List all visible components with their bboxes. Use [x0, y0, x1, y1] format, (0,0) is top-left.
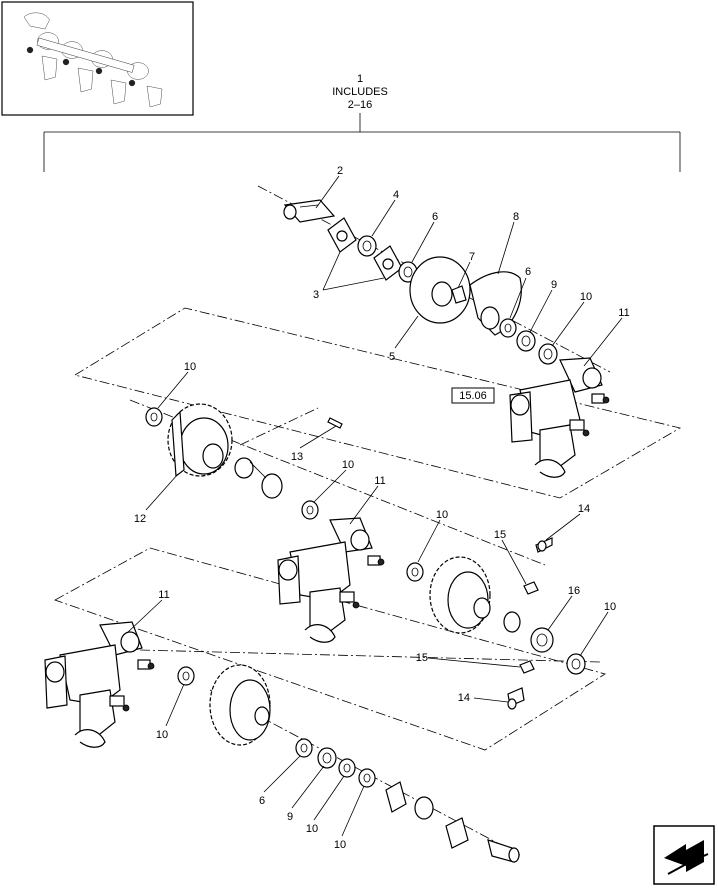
callout-6: 6 — [432, 211, 438, 223]
callout-5: 5 — [389, 351, 395, 363]
callout-10b: 10 — [184, 361, 196, 373]
callout-14: 14 — [578, 503, 590, 515]
assembly-ref-number: 1 — [357, 73, 363, 85]
washer-part-10e — [566, 653, 586, 675]
shaft-part-2 — [283, 199, 336, 223]
washer-part-10c — [301, 500, 319, 520]
callout-3: 3 — [313, 289, 319, 301]
next-page-arrow-icon[interactable] — [653, 825, 715, 885]
planter-unit-11b — [277, 517, 385, 643]
bushing-part-16 — [530, 627, 554, 653]
seed-disc-part-12 — [167, 403, 233, 478]
disc-part-5 — [409, 256, 471, 324]
nut-part-15b — [519, 660, 535, 674]
callout-8: 8 — [513, 211, 519, 223]
bracket-part-3b — [373, 245, 403, 281]
callout-10e: 10 — [604, 601, 616, 613]
drive-gear-low — [209, 664, 271, 746]
leader-lines — [127, 175, 623, 837]
callout-10h: 10 — [334, 839, 346, 851]
callout-16: 16 — [568, 585, 580, 597]
washer-part-10b — [145, 407, 163, 427]
spacer-part-mid — [503, 611, 521, 633]
lower-row-boundary — [54, 547, 606, 751]
includes-label: INCLUDES — [332, 86, 388, 98]
washer-part-9b — [317, 747, 337, 769]
callout-9b: 9 — [287, 811, 293, 823]
bolt-part-14a — [535, 537, 553, 553]
drive-gear-mid — [429, 556, 491, 634]
callout-9: 9 — [551, 279, 557, 291]
callout-10c: 10 — [342, 459, 354, 471]
coupler-set-bottom — [385, 781, 520, 863]
svg-text:15.06: 15.06 — [459, 390, 487, 402]
includes-range: 2–16 — [348, 99, 372, 111]
callout-11: 11 — [618, 307, 629, 319]
middle-tie-line — [239, 407, 319, 446]
callout-7: 7 — [469, 251, 475, 263]
bracket-part-3a — [327, 217, 357, 253]
callout-10f: 10 — [156, 729, 168, 741]
pin-part-13 — [327, 417, 343, 429]
callout-14b: 14 — [458, 692, 470, 704]
callout-10d: 10 — [436, 509, 448, 521]
nut-part-15a — [523, 581, 539, 595]
callout-15: 15 — [494, 529, 506, 541]
washer-part-9a — [516, 330, 536, 352]
spacer-set-mid — [234, 457, 283, 499]
washer-part-10h — [358, 768, 376, 788]
callout-4: 4 — [393, 189, 399, 201]
washer-part-6c — [295, 738, 313, 758]
low-axis — [139, 649, 601, 663]
callout-11c: 11 — [158, 589, 169, 601]
callout-6b: 6 — [525, 266, 531, 278]
planter-unit-11a — [509, 357, 610, 478]
bearing-part-4 — [357, 235, 377, 257]
planter-unit-11c — [44, 621, 155, 748]
washer-part-6b — [499, 318, 517, 338]
reference-box[interactable]: 15.06 — [451, 387, 495, 404]
washer-part-10f — [177, 666, 195, 686]
callout-10g: 10 — [306, 823, 318, 835]
assembly-thumbnail-icon[interactable] — [1, 1, 194, 116]
includes-bracket — [43, 113, 681, 172]
callout-11b: 11 — [374, 475, 385, 487]
washer-part-10g — [338, 758, 356, 778]
washer-part-10a — [538, 343, 558, 365]
callout-15b: 15 — [416, 652, 428, 664]
callout-2: 2 — [337, 165, 343, 177]
washer-part-10d — [406, 562, 424, 582]
bolt-part-14b — [507, 687, 525, 710]
callout-13: 13 — [291, 451, 303, 463]
callout-12: 12 — [134, 513, 146, 525]
upper-row-boundary — [73, 307, 682, 499]
callout-6c: 6 — [259, 795, 265, 807]
callout-10: 10 — [580, 291, 592, 303]
